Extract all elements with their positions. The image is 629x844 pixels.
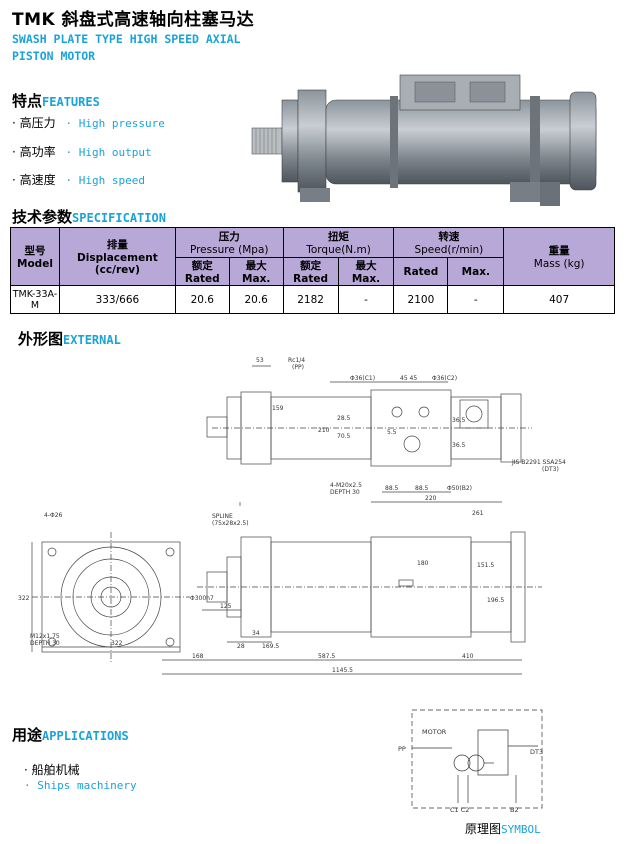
svg-text:125: 125: [220, 603, 232, 610]
external-heading-en: EXTERNAL: [63, 333, 121, 347]
svg-text:36.5: 36.5: [452, 442, 466, 449]
svg-text:1145.5: 1145.5: [332, 667, 353, 674]
cell-mass: 407: [503, 285, 615, 314]
specification-heading: 技术参数SPECIFICATION: [12, 206, 166, 227]
svg-text:28.5: 28.5: [337, 415, 351, 422]
svg-text:DEPTH 30: DEPTH 30: [330, 489, 360, 496]
svg-text:151.5: 151.5: [477, 562, 494, 569]
external-heading: 外形图EXTERNAL: [18, 328, 121, 349]
svg-text:36.5: 36.5: [452, 417, 466, 424]
cell-pressure-rated: 20.6: [174, 285, 230, 314]
svg-text:159: 159: [272, 405, 284, 412]
svg-text:Φ50(B2): Φ50(B2): [447, 485, 472, 492]
svg-text:4-Φ26: 4-Φ26: [44, 512, 63, 519]
application-item-en: · Ships machinery: [24, 779, 137, 792]
svg-text:(PP): (PP): [292, 364, 304, 371]
specification-heading-en: SPECIFICATION: [72, 211, 166, 225]
cell-torque-rated: 2182: [282, 285, 339, 314]
svg-text:169.5: 169.5: [262, 643, 279, 650]
feature-item: · 高速度 · High speed: [12, 173, 145, 187]
svg-text:45 45: 45 45: [400, 375, 417, 382]
svg-text:JIS B2291 SSA254: JIS B2291 SSA254: [511, 459, 566, 466]
hydraulic-symbol: MOTOR PP DT3 C1 C2 B2: [398, 709, 543, 814]
svg-text:DT3: DT3: [530, 748, 543, 756]
svg-text:PP: PP: [398, 745, 406, 753]
feature-en: High output: [78, 146, 152, 159]
svg-text:196.5: 196.5: [487, 597, 504, 604]
feature-cn: 高功率: [19, 145, 56, 159]
svg-text:220: 220: [425, 495, 437, 502]
svg-text:Φ300h7: Φ300h7: [190, 595, 214, 602]
cell-pressure-max: 20.6: [228, 285, 284, 314]
svg-text:5.5: 5.5: [387, 429, 397, 436]
svg-text:M12x1.75: M12x1.75: [30, 633, 60, 640]
svg-text:(75x28x2.5): (75x28x2.5): [212, 520, 249, 527]
svg-text:Rc1/4: Rc1/4: [288, 357, 305, 364]
svg-text:168: 168: [192, 653, 204, 660]
features-heading-en: FEATURES: [42, 95, 100, 109]
cell-model: TMK-33A-M: [10, 285, 60, 314]
external-drawing: 53 Rc1/4 (PP) 159 210 Φ36(C1) 45 45 Φ36(…: [18, 357, 566, 675]
cell-speed-rated: 2100: [393, 285, 449, 314]
application-item-cn: · 船舶机械: [24, 763, 80, 777]
features-heading-cn: 特点: [12, 92, 43, 110]
cell-torque-max: -: [337, 285, 395, 314]
svg-text:Φ36(C1): Φ36(C1): [350, 375, 375, 382]
header-speed-max: Max.: [447, 257, 505, 286]
feature-en: High pressure: [78, 117, 165, 130]
svg-text:28: 28: [237, 643, 245, 650]
svg-text:4-M20x2.5: 4-M20x2.5: [330, 482, 362, 489]
external-heading-cn: 外形图: [18, 330, 64, 348]
features-heading: 特点FEATURES: [12, 90, 100, 111]
page-title: TMK 斜盘式高速轴向柱塞马达: [12, 10, 255, 30]
svg-text:261: 261: [472, 510, 484, 517]
header-speed-rated: Rated: [393, 257, 449, 286]
motor-photo: [251, 74, 597, 206]
feature-item: · 高功率 · High output: [12, 145, 152, 159]
page-subtitle-line2: PISTON MOTOR: [12, 49, 96, 63]
svg-text:34: 34: [252, 630, 260, 637]
svg-text:180: 180: [417, 560, 429, 567]
feature-en: High speed: [78, 174, 145, 187]
svg-text:53: 53: [256, 357, 264, 364]
svg-text:587.5: 587.5: [318, 653, 335, 660]
svg-text:Φ36(C2): Φ36(C2): [432, 375, 457, 382]
svg-text:B2: B2: [510, 806, 519, 814]
svg-text:(DT3): (DT3): [542, 466, 559, 473]
svg-text:88.5: 88.5: [415, 485, 429, 492]
svg-text:322: 322: [111, 640, 123, 647]
applications-heading: 用途APPLICATIONS: [12, 724, 129, 745]
svg-text:88.5: 88.5: [385, 485, 399, 492]
svg-text:DEPTH 30: DEPTH 30: [30, 640, 60, 647]
feature-cn: 高压力: [19, 116, 56, 130]
symbol-caption: 原理图SYMBOL: [465, 822, 541, 836]
cell-displacement: 333/666: [58, 285, 176, 314]
applications-heading-en: APPLICATIONS: [42, 729, 129, 743]
feature-cn: 高速度: [19, 173, 56, 187]
page-subtitle-line1: SWASH PLATE TYPE HIGH SPEED AXIAL: [12, 32, 241, 46]
svg-text:MOTOR: MOTOR: [422, 728, 447, 736]
svg-text:70.5: 70.5: [337, 433, 351, 440]
svg-text:SPLINE: SPLINE: [212, 513, 233, 520]
svg-text:322: 322: [18, 595, 30, 602]
table-row: TMK-33A-M 333/666 20.6 20.6 2182 - 2100 …: [10, 285, 615, 314]
feature-item: · 高压力 · High pressure: [12, 116, 165, 130]
svg-text:C1 C2: C1 C2: [450, 806, 469, 814]
svg-text:410: 410: [462, 653, 474, 660]
svg-text:210: 210: [318, 427, 330, 434]
cell-speed-max: -: [447, 285, 505, 314]
specification-heading-cn: 技术参数: [12, 208, 73, 226]
applications-heading-cn: 用途: [12, 726, 43, 744]
